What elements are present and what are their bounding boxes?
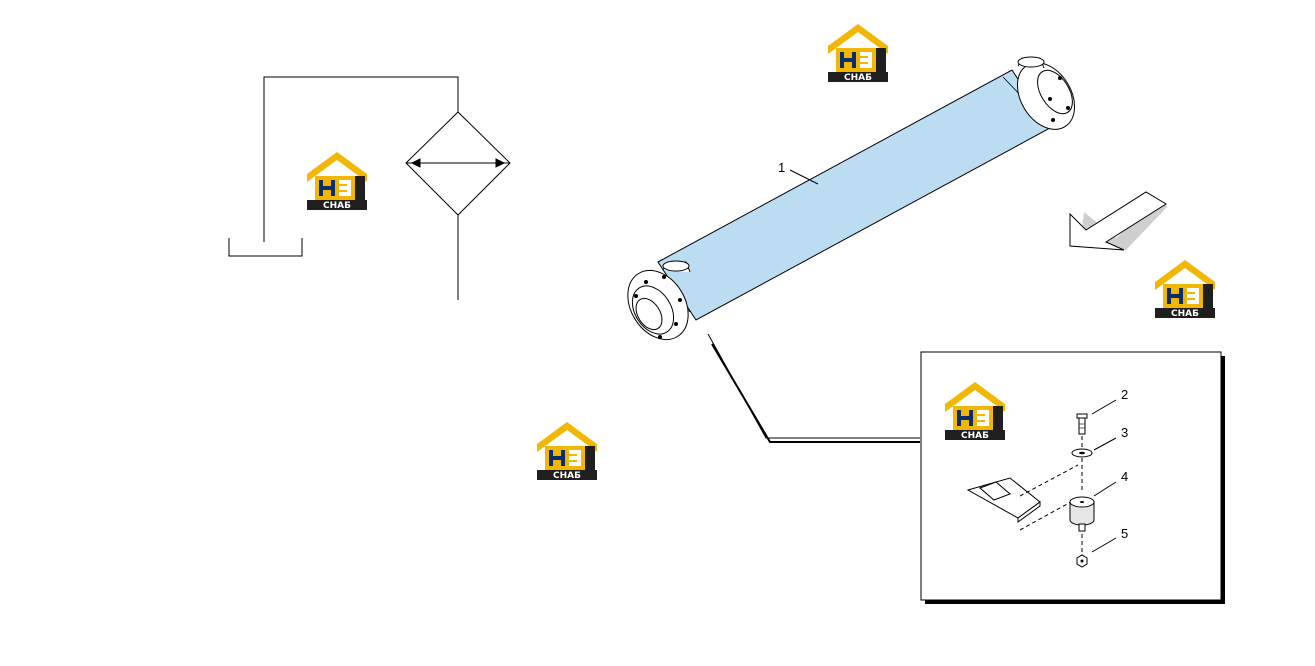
watermark-logo: СНАБ — [945, 382, 1005, 441]
direction-arrow — [1069, 191, 1168, 251]
callout-4: 4 — [1121, 469, 1128, 484]
svg-text:СНАБ: СНАБ — [844, 73, 872, 83]
svg-text:СНАБ: СНАБ — [323, 201, 351, 211]
right-end-cap — [1016, 56, 1076, 130]
callout-1: 1 — [778, 160, 785, 175]
left-end-cap — [627, 260, 691, 340]
leader-line-1 — [789, 169, 819, 185]
callout-3: 3 — [1121, 425, 1128, 440]
rubber-mount-part — [1069, 496, 1095, 532]
watermark-logo: СНАБ — [1155, 260, 1215, 319]
svg-text:СНАБ: СНАБ — [961, 431, 989, 441]
watermark-logo: СНАБ — [537, 422, 597, 481]
heat-exchanger-tube — [627, 56, 1076, 340]
watermark-logo: СНАБ — [828, 24, 888, 83]
detail-leader — [707, 333, 920, 443]
schematic-symbol — [228, 76, 511, 300]
inset-callout-leaders — [1091, 399, 1117, 553]
callout-5: 5 — [1121, 526, 1128, 541]
svg-text:СНАБ: СНАБ — [553, 471, 581, 481]
callout-2: 2 — [1121, 387, 1128, 402]
svg-text:СНАБ: СНАБ — [1171, 309, 1199, 319]
bolt-part — [1076, 413, 1088, 435]
assembly-dash-lines — [1019, 436, 1083, 552]
nut-part — [1076, 554, 1088, 568]
mounting-bracket — [966, 477, 1041, 523]
watermark-logo: СНАБ — [307, 152, 367, 211]
detail-inset: 2 3 4 5 — [920, 351, 1225, 604]
washer-part — [1071, 448, 1093, 458]
